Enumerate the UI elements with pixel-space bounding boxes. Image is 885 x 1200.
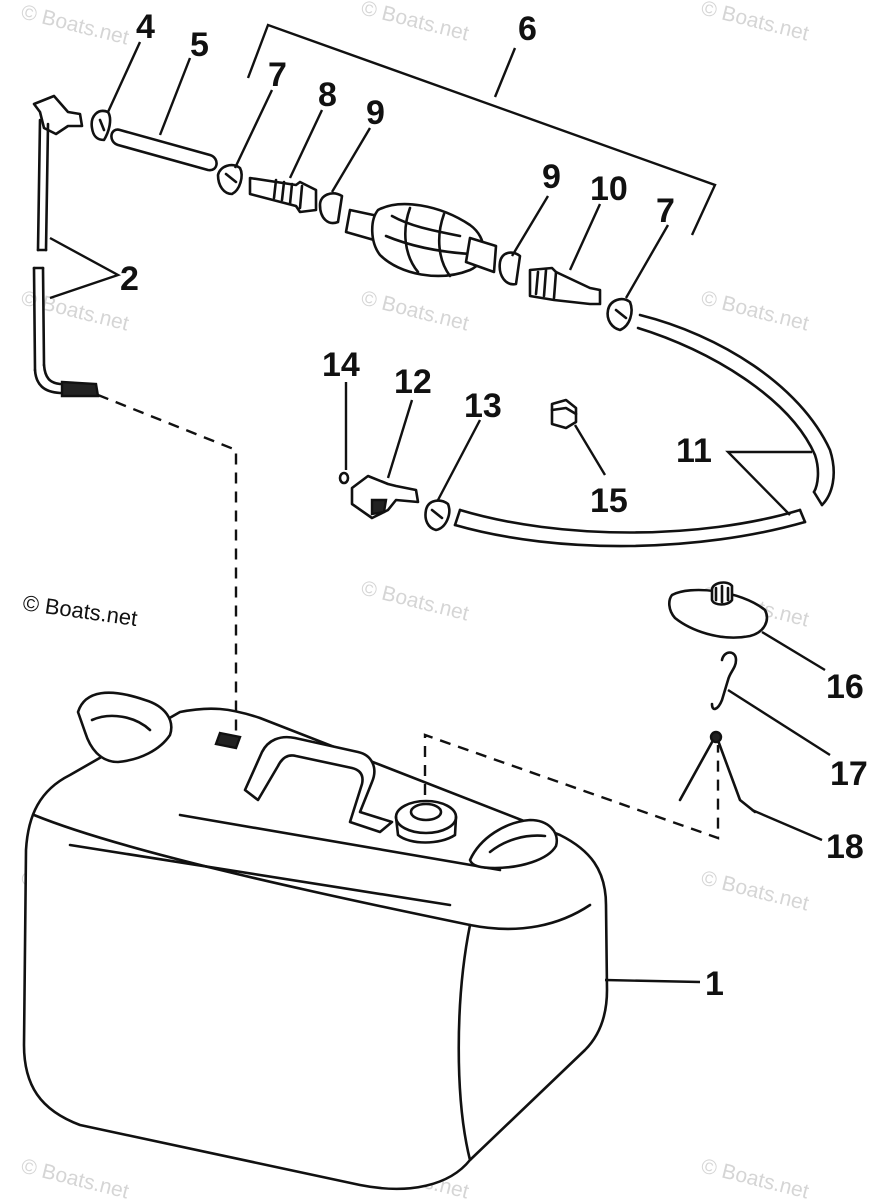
callout-16: 16 (826, 668, 864, 706)
leader-13 (436, 419, 482, 501)
tank-seam (68, 843, 452, 907)
pickup-tube-bend (33, 368, 68, 395)
pickup-tube-upper (36, 118, 42, 252)
pickup-tube-lower (32, 266, 37, 372)
watermark: © Boats.net (19, 1155, 131, 1200)
leader-12 (386, 399, 414, 479)
leader-7b (624, 224, 670, 299)
callout-11: 11 (676, 432, 712, 470)
leader-18 (751, 808, 823, 842)
callout-9-left: 9 (366, 94, 385, 132)
hook-17 (710, 651, 738, 711)
primer-bulb (370, 202, 485, 278)
pickup-threads (60, 380, 100, 398)
clip-9-right (498, 251, 522, 286)
connector-12 (350, 474, 420, 520)
callout-18: 18 (826, 828, 864, 866)
leader-2 (49, 236, 121, 300)
check-valve-10 (528, 266, 602, 306)
tank-fitting (214, 731, 242, 750)
callout-numbers: 1 2 4 5 6 7 8 9 9 10 7 11 12 13 14 15 16… (120, 8, 868, 1003)
callout-12: 12 (394, 363, 432, 401)
tank-fill-neck (394, 799, 458, 835)
tank-handle (243, 735, 394, 834)
leader-lines (49, 41, 831, 984)
callout-14: 14 (322, 346, 360, 384)
bracket-6 (246, 23, 717, 236)
watermark: © Boats.net (699, 287, 811, 336)
pickup-tube-bend (42, 363, 68, 386)
watermark: © Boats.net (359, 0, 471, 46)
leader-7a (233, 89, 274, 169)
fuel-tank (22, 691, 609, 1191)
watermark: © Boats.net (359, 577, 471, 626)
leader-17 (727, 688, 831, 757)
callout-8: 8 (318, 76, 337, 114)
tank-fill-neck-side (394, 815, 458, 844)
pickup-tube-lower (41, 266, 46, 367)
leader-10 (568, 203, 602, 271)
tank-top-edge (32, 813, 592, 931)
tank-fill-neck-inner (409, 802, 443, 822)
watermark: © Boats.net (19, 1, 131, 50)
tank-right-lug (468, 818, 559, 870)
callout-10: 10 (590, 170, 628, 208)
hose-5 (110, 128, 218, 172)
hose-11-lower (458, 508, 802, 534)
leader-4 (106, 41, 142, 113)
clip-9-left (318, 192, 344, 225)
callout-4: 4 (136, 8, 155, 46)
pickup-tube-upper (44, 122, 50, 252)
leader-15 (573, 424, 607, 476)
tank-left-lug (76, 691, 173, 764)
pickup-alignment-line (97, 393, 238, 735)
leader-8 (288, 109, 324, 179)
callout-7-right: 7 (656, 192, 675, 230)
watermark: © Boats.net (359, 287, 471, 336)
hose-11 (638, 313, 835, 507)
clamp-7-left (216, 163, 243, 196)
cap-15 (550, 398, 578, 430)
tank-side-edge (457, 923, 472, 1162)
leader-11 (725, 450, 812, 516)
callout-5: 5 (190, 26, 209, 64)
callout-9-right: 9 (542, 158, 561, 196)
watermark: © Boats.net (699, 1155, 811, 1200)
leader-16 (761, 630, 826, 672)
tank-right-lug-inner (488, 834, 547, 854)
hose-11 (636, 326, 820, 494)
pickup-elbow (32, 94, 84, 136)
clamp-7-right (606, 297, 633, 332)
callout-17: 17 (830, 755, 868, 793)
cap-alignment-line (423, 733, 720, 840)
callout-1: 1 (705, 965, 724, 1003)
leader-1 (604, 978, 701, 984)
callout-2: 2 (120, 260, 139, 298)
callout-6: 6 (518, 10, 537, 48)
leader-9a (330, 127, 372, 193)
leader-9b (510, 195, 550, 257)
tank-seam (178, 813, 502, 872)
callout-7-left: 7 (268, 56, 287, 94)
primer-bulb-outlet (464, 236, 498, 274)
leader-5 (158, 57, 192, 136)
o-ring-14 (338, 471, 350, 485)
watermark: © Boats.net (699, 0, 811, 46)
pickup-tube (32, 94, 100, 398)
tank-body (22, 707, 609, 1191)
watermark: © Boats.net (699, 867, 811, 916)
tank-left-lug-inner (90, 714, 152, 732)
callout-15: 15 (590, 482, 628, 520)
hose-11-lower (453, 520, 807, 548)
copyright-credit: © Boats.net (21, 590, 139, 631)
callout-13: 13 (464, 387, 502, 425)
